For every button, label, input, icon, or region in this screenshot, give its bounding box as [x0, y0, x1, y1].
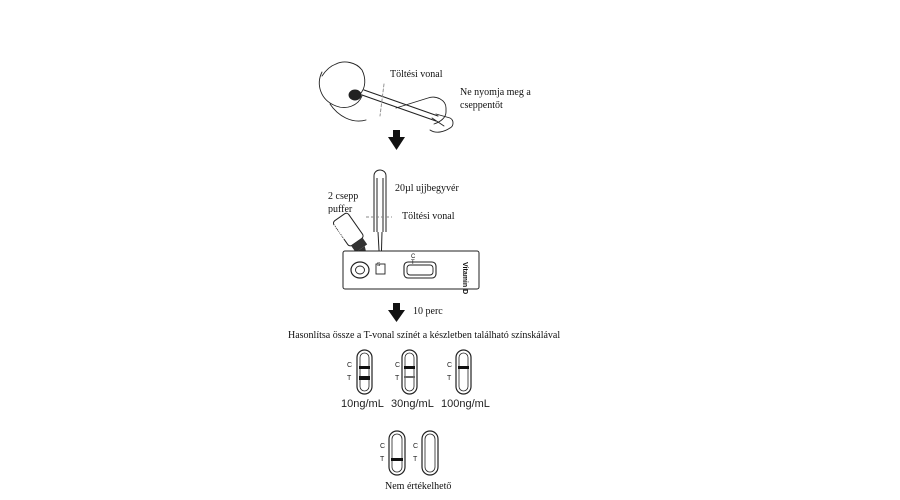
test-cassette	[342, 250, 480, 290]
cassette-test-mark: T	[411, 260, 415, 266]
capillary-pipette-icon	[366, 169, 392, 269]
strip-100ng	[455, 349, 472, 395]
strip-100ng-c: C	[447, 362, 453, 369]
invalid-label: Nem értékelhető	[385, 481, 452, 492]
control-line	[404, 366, 415, 369]
control-line	[458, 366, 469, 369]
strip-10ng-c: C	[347, 362, 353, 369]
control-line	[359, 366, 370, 369]
fill-line-marker	[379, 83, 385, 117]
strip-30ng-c: C	[395, 362, 401, 369]
dropper-warning: Ne nyomja meg a cseppentőt	[460, 87, 531, 111]
strip-10ng	[356, 349, 373, 395]
concentration-10: 10ng/mL	[341, 398, 384, 410]
cassette-control-mark: C	[411, 254, 416, 260]
wait-time: 10 perc	[413, 306, 443, 317]
invalid-2-t: T	[413, 456, 418, 463]
strip-30ng	[401, 349, 418, 395]
invalid-strip-1	[388, 430, 406, 476]
hand-pipette-illustration	[318, 61, 454, 133]
concentration-30: 30ng/mL	[391, 398, 434, 410]
pipette-label: 20µl ujjbegyvér	[395, 183, 459, 194]
arrow-down-icon-2	[388, 303, 405, 322]
invalid-strip-2	[421, 430, 439, 476]
sample-window	[375, 263, 386, 275]
test-line	[404, 376, 415, 378]
sample-well-label: S	[377, 262, 381, 268]
buffer-drops-label: 2 csepp puffer	[328, 191, 359, 214]
fill-line-label-top: Töltési vonal	[390, 69, 443, 80]
fill-line-label-middle: Töltési vonal	[402, 211, 455, 222]
invalid-2-c: C	[413, 443, 419, 450]
strip-100ng-t: T	[447, 375, 452, 382]
strip-30ng-t: T	[395, 375, 400, 382]
cassette-label: Vitamin D	[461, 262, 468, 295]
strip-10ng-t: T	[347, 375, 352, 382]
test-line	[359, 376, 370, 380]
blood-drop-icon	[348, 89, 362, 101]
arrow-down-icon	[388, 130, 405, 150]
invalid-1-c: C	[380, 443, 386, 450]
compare-instruction: Hasonlítsa össze a T-vonal színét a kész…	[288, 330, 561, 341]
concentration-100: 100ng/mL	[441, 398, 490, 410]
invalid-1-t: T	[380, 456, 385, 463]
test-line-only	[391, 458, 403, 461]
